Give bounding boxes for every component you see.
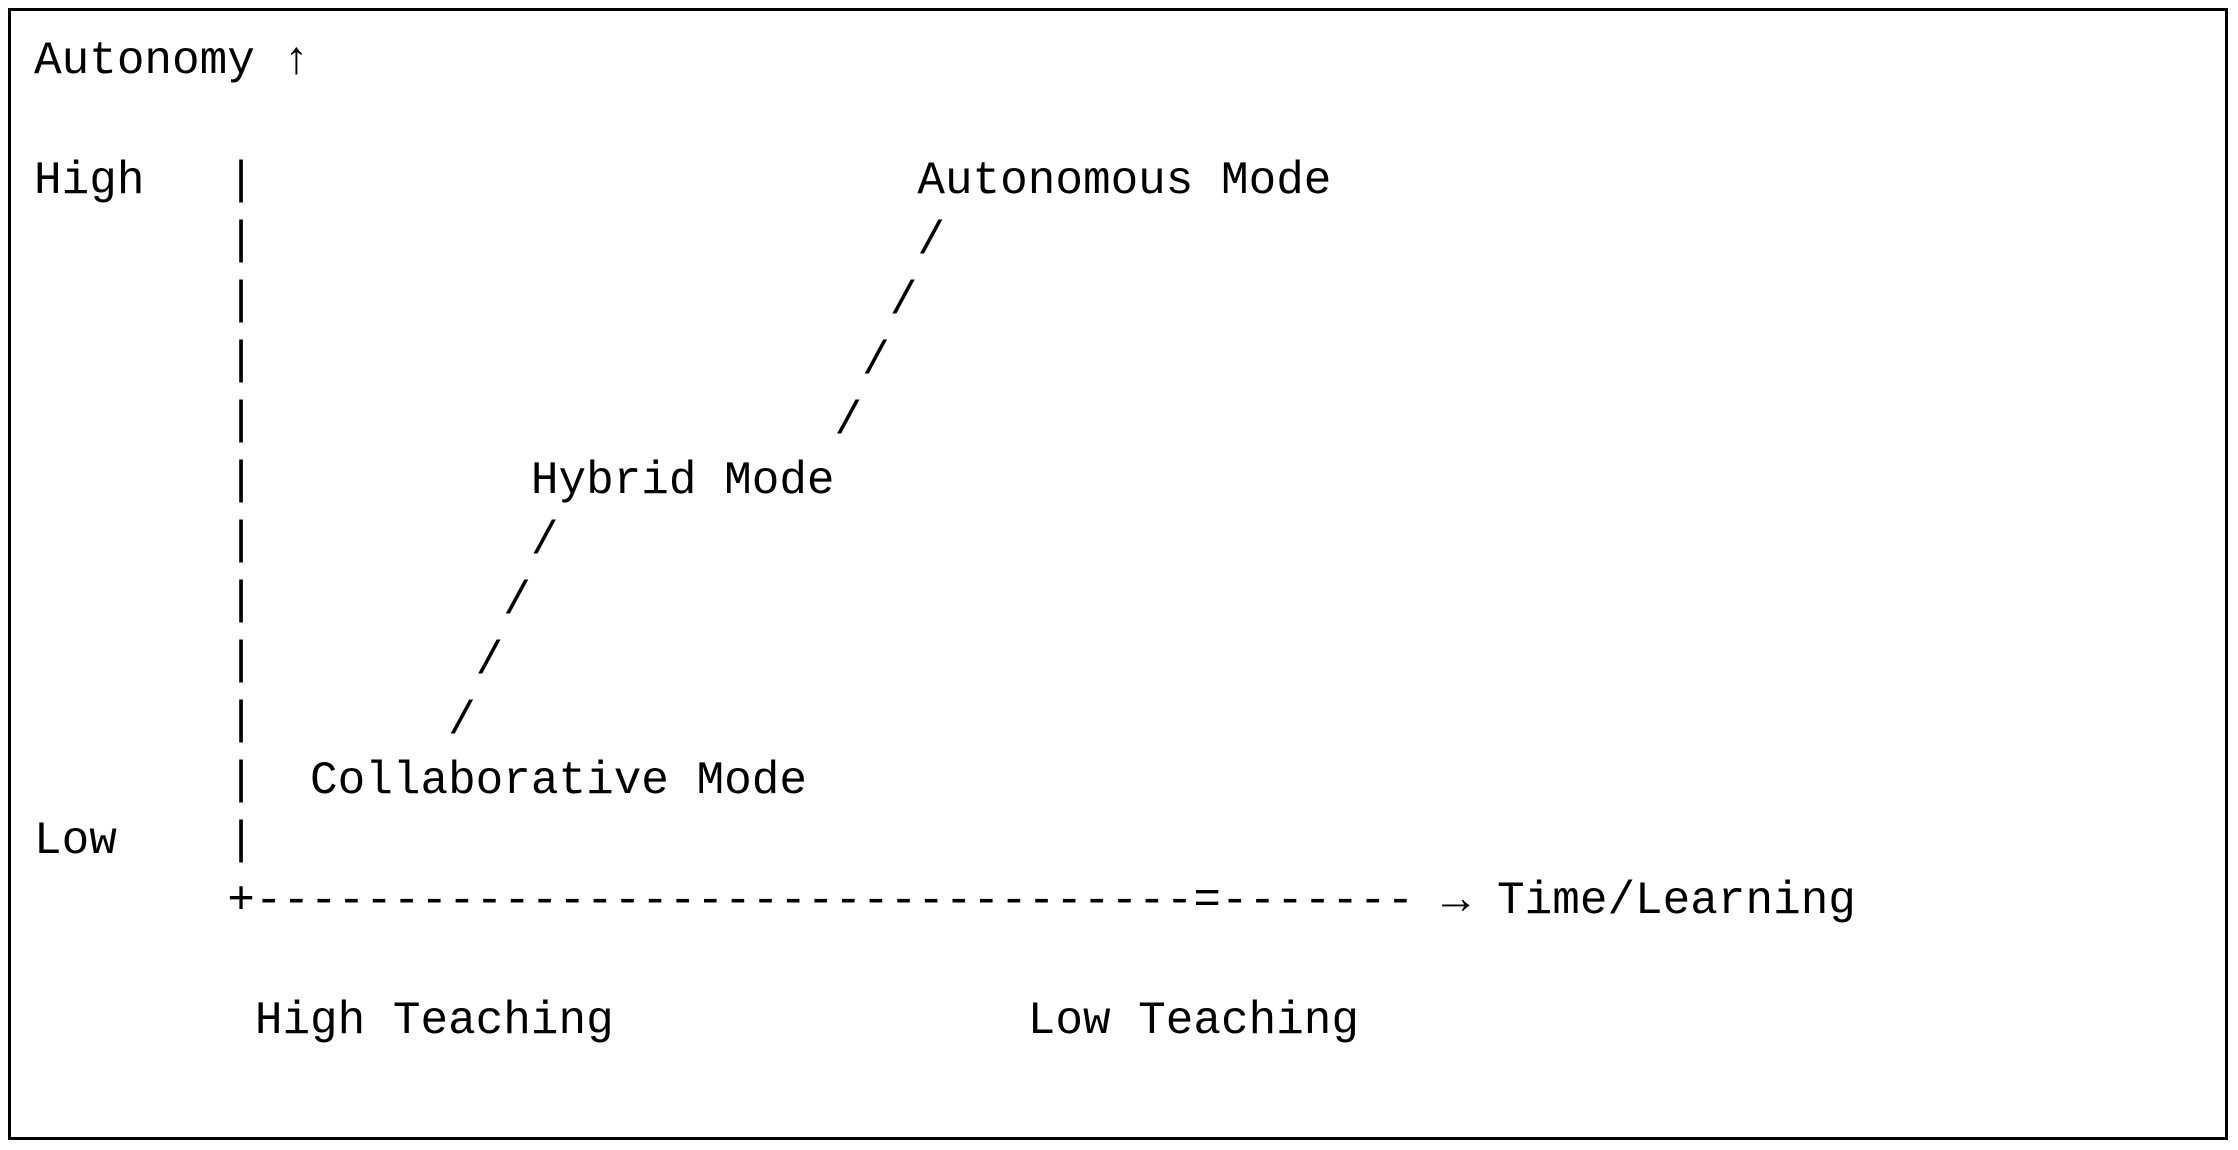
diagram-row: | /: [34, 631, 1856, 691]
diagram-row: | /: [34, 331, 1856, 391]
autonomy-diagram: Autonomy ↑ High | Autonomous Mode | / | /…: [34, 31, 1856, 1051]
diagram-row: | /: [34, 211, 1856, 271]
collaborative-mode-line: | Collaborative Mode: [34, 755, 807, 807]
diagram-frame: Autonomy ↑ High | Autonomous Mode | / | /…: [8, 8, 2228, 1140]
teaching-labels-line: High Teaching Low Teaching: [34, 995, 1360, 1047]
diagram-row: | /: [34, 271, 1856, 331]
autonomous-mode-row: High | Autonomous Mode: [34, 151, 1856, 211]
trend-segment: | /: [34, 515, 559, 567]
teaching-labels-row: High Teaching Low Teaching: [34, 991, 1856, 1051]
trend-segment: | /: [34, 275, 918, 327]
hybrid-mode-line: | Hybrid Mode: [34, 455, 835, 507]
trend-segment: | /: [34, 575, 531, 627]
blank-row: [34, 91, 1856, 151]
trend-segment: | /: [34, 635, 504, 687]
x-axis-row: +----------------------------------=----…: [34, 871, 1856, 931]
collaborative-mode-row: | Collaborative Mode: [34, 751, 1856, 811]
hybrid-mode-row: | Hybrid Mode: [34, 451, 1856, 511]
y-axis-title-row: Autonomy ↑: [34, 31, 1856, 91]
trend-segment: | /: [34, 335, 890, 387]
autonomous-mode-line: High | Autonomous Mode: [34, 155, 1332, 207]
trend-segment: | /: [34, 695, 476, 747]
y-axis-title: Autonomy ↑: [34, 35, 311, 87]
diagram-row: | /: [34, 571, 1856, 631]
x-axis-line: +----------------------------------=----…: [34, 875, 1856, 927]
diagram-row: | /: [34, 691, 1856, 751]
blank-row: [34, 931, 1856, 991]
low-label-line: Low |: [34, 815, 255, 867]
low-label-row: Low |: [34, 811, 1856, 871]
trend-segment: | /: [34, 215, 945, 267]
diagram-row: | /: [34, 391, 1856, 451]
trend-segment: | /: [34, 395, 863, 447]
diagram-row: | /: [34, 511, 1856, 571]
